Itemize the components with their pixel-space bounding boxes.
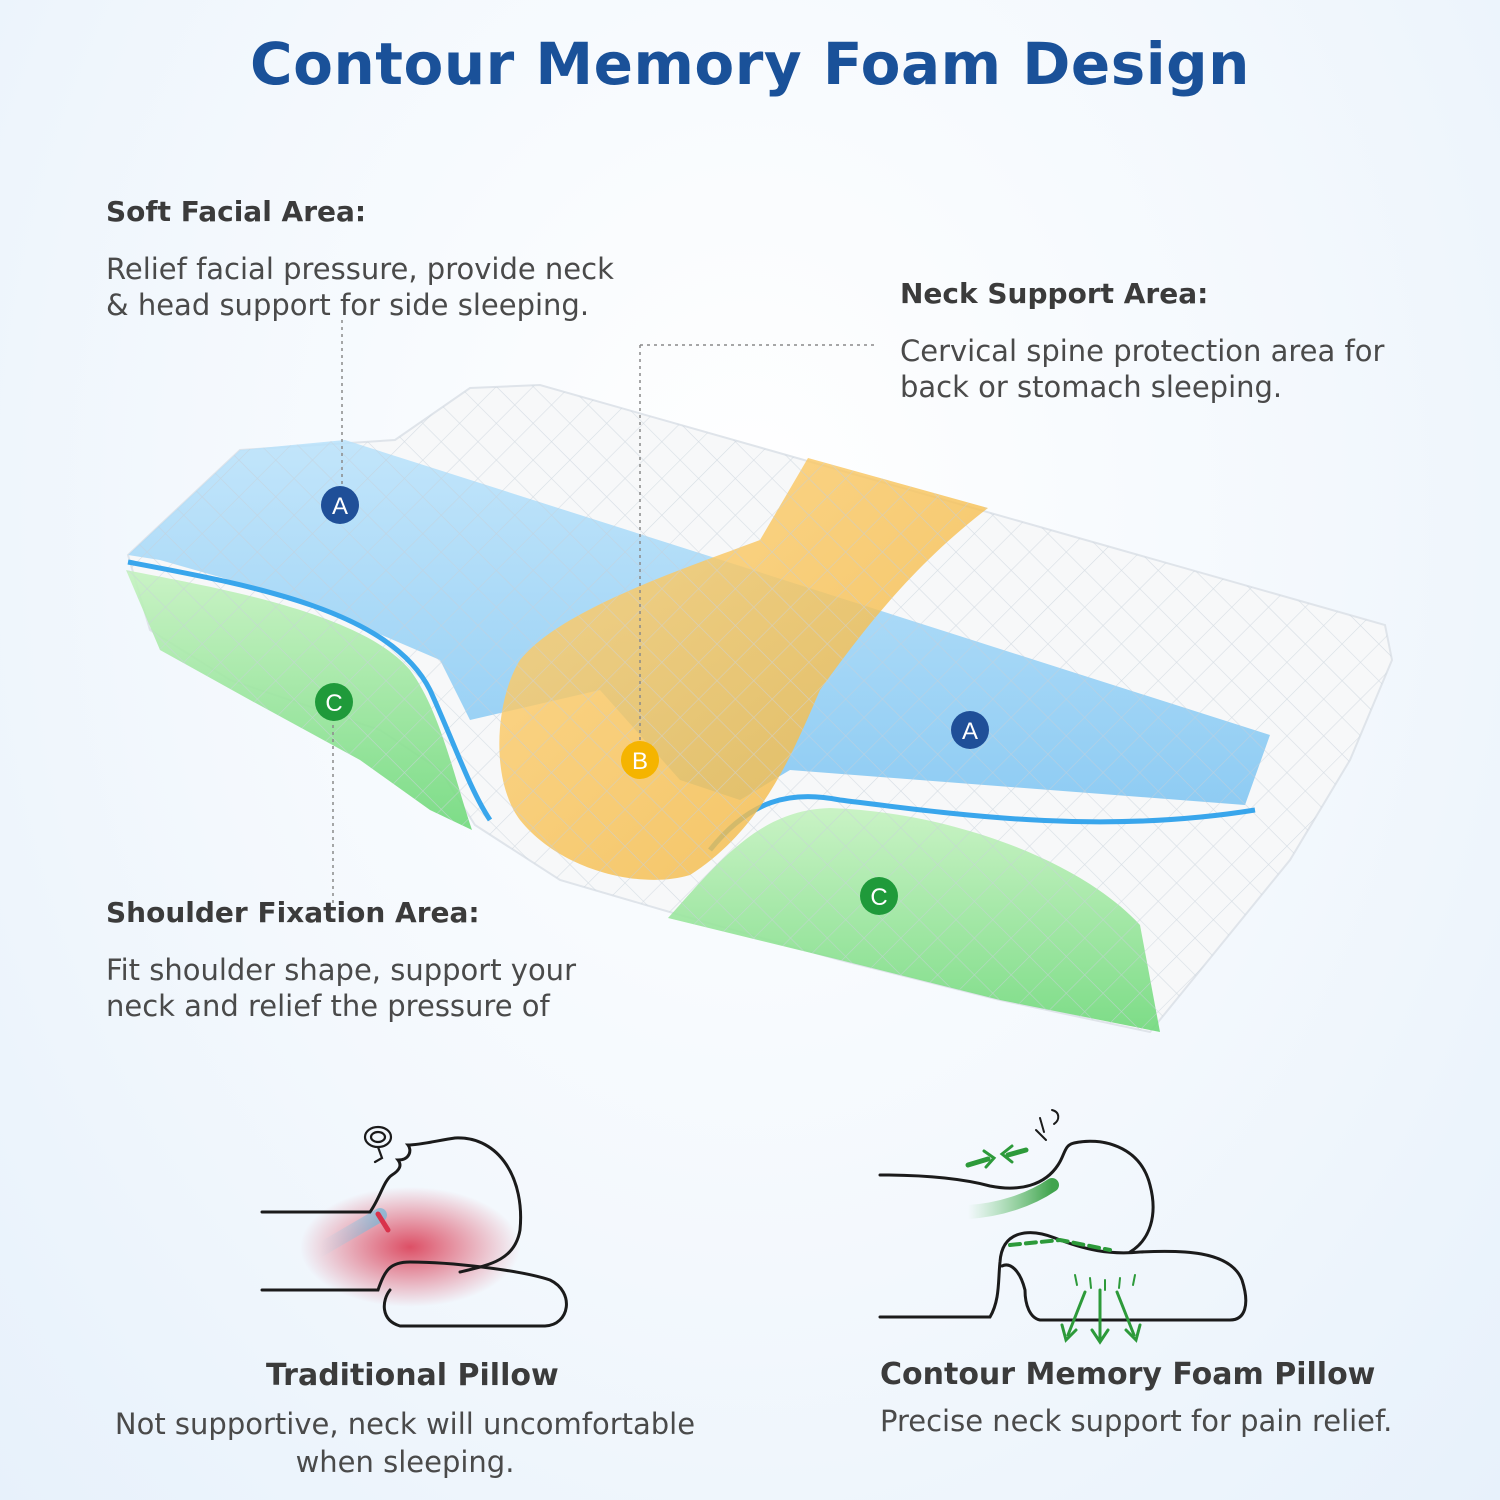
neck-support-line: Cervical spine protection area for (900, 334, 1385, 368)
snore-icon (363, 1125, 393, 1164)
traditional-pillow-heading: Traditional Pillow (266, 1358, 559, 1393)
soft-facial-line: & head support for side sleeping. (106, 288, 590, 322)
contour-pillow-heading: Contour Memory Foam Pillow (880, 1357, 1376, 1392)
support-arrows-icon (1060, 1274, 1142, 1345)
neck-support-heading: Neck Support Area: (900, 277, 1209, 310)
traditional-pillow-line: when sleeping. (295, 1445, 515, 1479)
marker-c-right: C (860, 877, 898, 915)
svg-text:C: C (870, 884, 887, 911)
svg-text:A: A (962, 718, 978, 745)
pressure-glow-icon (300, 1187, 520, 1307)
soft-facial-description: Relief facial pressure, provide neck & h… (106, 251, 614, 323)
soft-facial-line: Relief facial pressure, provide neck (106, 252, 614, 286)
shoulder-fixation-description: Fit shoulder shape, support your neck an… (106, 952, 576, 1024)
zone-c-shoulder-left (126, 570, 472, 830)
zone-c-shoulder-right (668, 808, 1160, 1032)
traditional-pillow-line: Not supportive, neck will uncomfortable (114, 1407, 696, 1441)
traditional-pillow-diagram (260, 1125, 568, 1328)
page-title: Contour Memory Foam Design (250, 30, 1250, 98)
svg-text:C: C (325, 690, 342, 717)
airflow-arrows-icon (965, 1144, 1029, 1169)
shoulder-fixation-line: Fit shoulder shape, support your (106, 953, 576, 987)
soft-facial-heading: Soft Facial Area: (106, 195, 367, 228)
svg-text:B: B (632, 748, 648, 775)
marker-a-left: A (321, 486, 359, 524)
marker-b: B (621, 741, 659, 779)
shoulder-fixation-line: neck and relief the pressure of (106, 989, 550, 1023)
svg-text:A: A (332, 493, 348, 520)
contour-pillow-line: Precise neck support for pain relief. (880, 1404, 1393, 1438)
zone-b-neck-support (499, 458, 988, 880)
traditional-pillow-description: Not supportive, neck will uncomfortable … (110, 1405, 700, 1481)
leader-lines (332, 320, 875, 905)
neck-support-line: back or stomach sleeping. (900, 370, 1283, 404)
marker-a-right: A (951, 711, 989, 749)
neck-support-description: Cervical spine protection area for back … (900, 333, 1384, 405)
marker-c-left: C (315, 683, 353, 721)
shoulder-fixation-heading: Shoulder Fixation Area: (106, 896, 480, 929)
contour-pillow-diagram (878, 1109, 1248, 1345)
leader-line-neck-support (639, 344, 875, 742)
breath-icon (1035, 1109, 1060, 1141)
contour-pillow-description: Precise neck support for pain relief. (880, 1402, 1392, 1440)
